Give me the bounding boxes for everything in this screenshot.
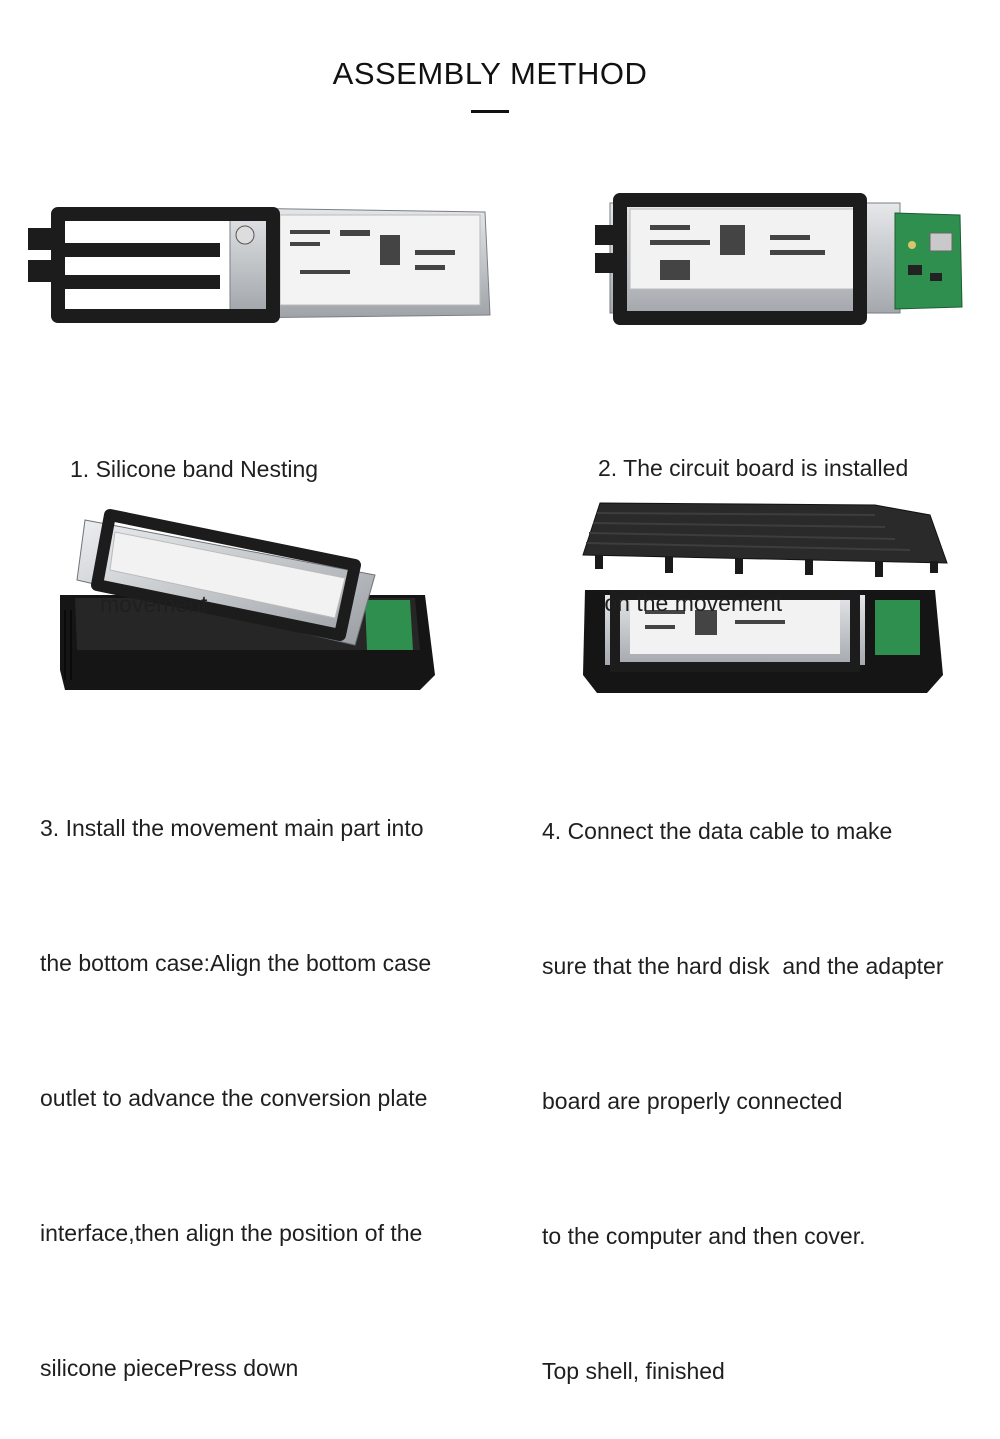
step3-line-1: 3. Install the movement main part into — [40, 815, 424, 841]
step2-text: 2. The circuit board is installed on the… — [598, 356, 908, 671]
circuit-board — [894, 212, 963, 310]
step2-line-1: 2. The circuit board is installed — [598, 455, 909, 481]
drive-label — [109, 531, 346, 619]
step4-line-5: Top shell, finished — [542, 1358, 725, 1384]
step4-line-1: 4. Connect the data cable to make — [542, 818, 893, 844]
silicone-band — [51, 207, 280, 323]
step1-line-1: 1. Silicone band Nesting — [70, 456, 319, 482]
step2-illustration — [595, 193, 963, 325]
page-title: ASSEMBLY METHOD — [332, 56, 648, 91]
step3-line-2: the bottom case:Align the bottom case — [40, 950, 432, 976]
circuit-board — [875, 600, 920, 655]
step1-illustration — [28, 207, 491, 323]
step3-text: 3. Install the movement main part into t… — [40, 716, 431, 1436]
step4-line-3: board are properly connected — [542, 1088, 843, 1114]
step1-text: 1. Silicone band Nesting movement — [70, 357, 318, 672]
step4-text: 4. Connect the data cable to make sure t… — [542, 719, 944, 1439]
title-underline — [471, 110, 509, 113]
step3-line-5: silicone piecePress down — [40, 1355, 299, 1381]
circuit-board — [365, 600, 413, 650]
silicone-band — [613, 193, 867, 325]
step3-line-3: outlet to advance the conversion plate — [40, 1085, 428, 1111]
step4-line-4: to the computer and then cover. — [542, 1223, 866, 1249]
step4-line-2: sure that the hard disk and the adapter — [542, 953, 944, 979]
step3-illustration — [60, 509, 435, 690]
step4-illustration — [582, 502, 948, 693]
step2-line-2: on the movement — [598, 590, 783, 616]
step3-line-4: interface,then align the position of the — [40, 1220, 423, 1246]
silicone-band — [91, 509, 361, 641]
step1-line-2: movement — [100, 591, 208, 617]
